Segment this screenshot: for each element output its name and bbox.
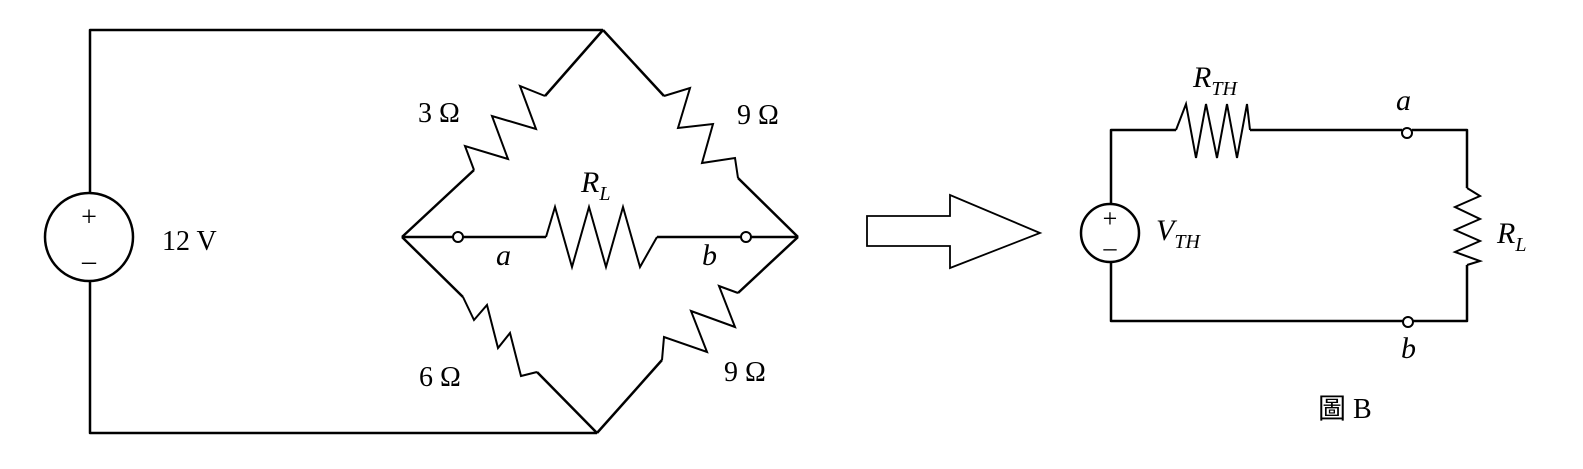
resistor-top-right [602,29,799,238]
terminal-a-dot [452,231,464,243]
label-rth: RTH [1192,61,1238,100]
thevenin-label-a: a [1396,84,1411,117]
thevenin-source-plus: + [1103,204,1118,233]
label-vth: VTH [1156,214,1201,253]
thevenin-wire-bottom [1109,262,1403,323]
source-voltage-label: 12 V [162,226,217,257]
label-load-resistor: RL [580,166,610,205]
thevenin-label-b: b [1401,332,1416,365]
thevenin-terminal-b [1402,316,1414,328]
load-resistor-branch [402,203,798,271]
resistor-bottom-right [596,236,799,434]
label-9-ohm-bottom: 9 Ω [724,357,766,388]
source-minus-sign: – [81,246,97,277]
thevenin-terminal-a [1401,127,1413,139]
bridge-circuit: + – 12 V [43,28,799,435]
wire-top [88,28,603,193]
thevenin-wire-top [1109,128,1176,205]
thevenin-source-minus: – [1103,233,1118,262]
label-node-b: b [702,239,717,272]
voltage-source [43,191,135,283]
equivalence-arrow [866,193,1043,270]
thevenin-wire-right [1412,128,1469,188]
thevenin-circuit: + – RTH VTH RL a b [1079,61,1526,365]
label-6-ohm: 6 Ω [419,362,461,393]
label-rl: RL [1496,217,1526,256]
label-3-ohm: 3 Ω [418,98,460,129]
rl-resistor [1452,187,1484,266]
thevenin-voltage-source [1079,202,1141,264]
source-plus-sign: + [81,202,97,233]
figure-caption: 圖 B [1318,394,1372,425]
rth-resistor [1175,100,1251,159]
resistor-top-left [401,29,604,238]
wire-bottom [88,281,597,435]
resistor-bottom-left [401,236,598,434]
terminal-b-dot [740,231,752,243]
label-node-a: a [496,239,511,272]
label-9-ohm-top: 9 Ω [737,100,779,131]
